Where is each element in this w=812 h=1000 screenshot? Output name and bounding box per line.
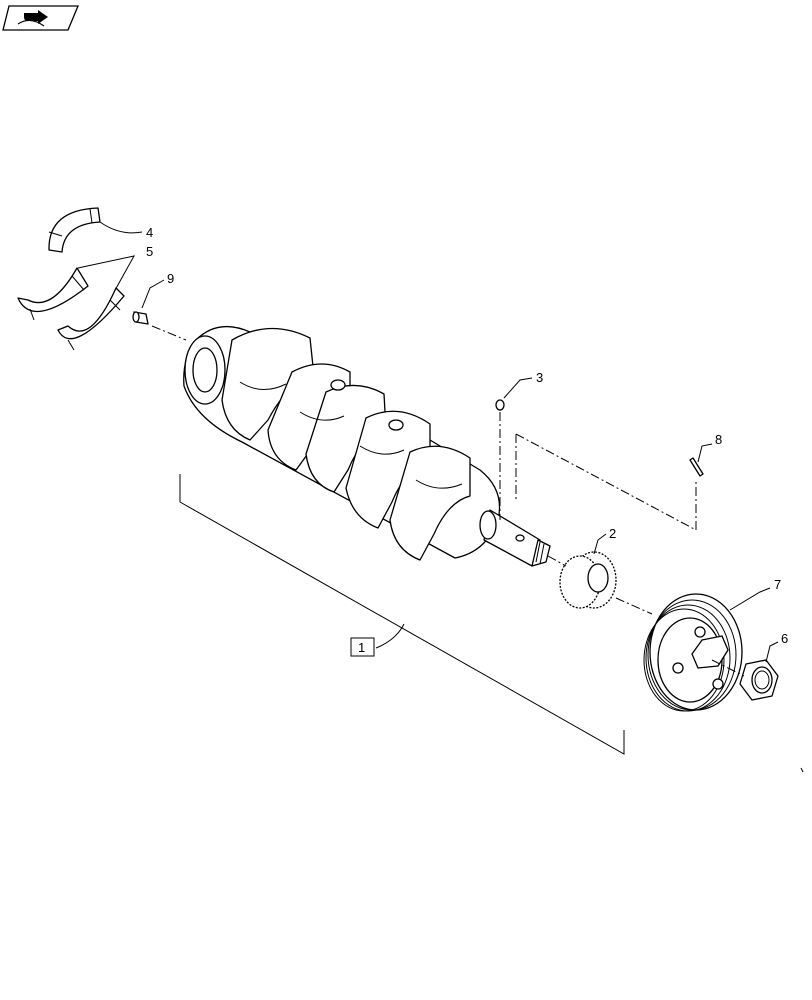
callout-6[interactable]: 6 [781, 631, 788, 646]
callout-4[interactable]: 4 [146, 225, 153, 240]
leader-9 [141, 279, 165, 309]
centerline-pulley [615, 597, 653, 615]
leader-8 [697, 443, 713, 463]
woodruff-key [495, 399, 505, 411]
leader-4 [99, 221, 143, 234]
callout-3[interactable]: 3 [536, 370, 543, 385]
thrust-washer-upper [48, 207, 101, 253]
stray-mark [800, 767, 804, 773]
callout-2[interactable]: 2 [609, 526, 616, 541]
crankshaft [183, 325, 551, 567]
page-forward-arrow-icon[interactable] [2, 5, 79, 31]
leader-5 [77, 255, 135, 293]
roll-pin [689, 457, 704, 477]
crankshaft-nut [739, 659, 779, 701]
centerline-pin [151, 325, 187, 341]
dowel-pin [132, 311, 149, 325]
centerline-gear [547, 555, 567, 567]
callout-7[interactable]: 7 [774, 577, 781, 592]
leader-3 [503, 377, 533, 399]
leader-6 [765, 641, 779, 663]
callout-5[interactable]: 5 [146, 244, 153, 259]
centerline-nut [711, 659, 745, 677]
crankshaft-pulley [643, 593, 743, 712]
leader-1 [375, 623, 405, 649]
leader-7 [729, 587, 771, 611]
thrust-washer-lower-left [17, 267, 89, 321]
crankshaft-gear [559, 551, 617, 609]
centerline-pin-route [515, 433, 697, 531]
callout-9[interactable]: 9 [167, 271, 174, 286]
leader-2 [593, 533, 607, 555]
callout-1-box[interactable]: 1 [350, 637, 375, 657]
callout-1: 1 [358, 640, 365, 655]
callout-8[interactable]: 8 [715, 432, 722, 447]
